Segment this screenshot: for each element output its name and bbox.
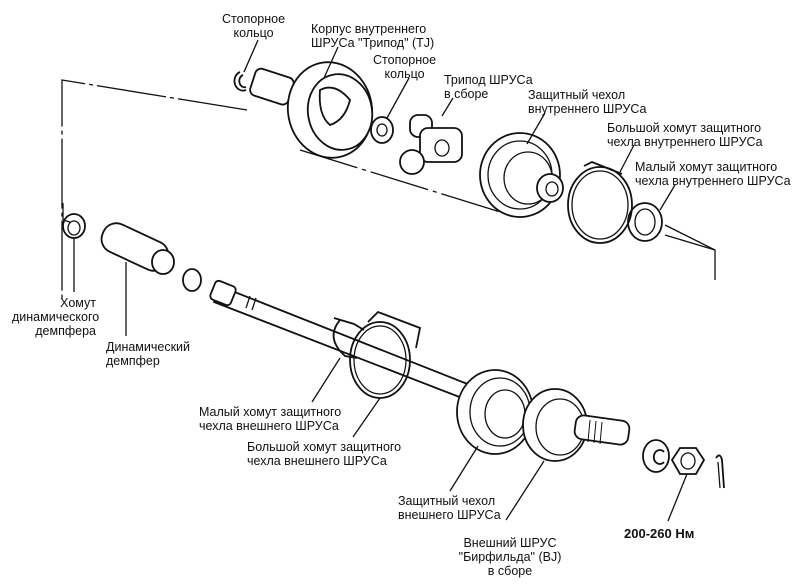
label-outer-large-clamp: Большой хомут защитного чехла внешнего Ш… [247,440,402,468]
dynamic-damper-part [100,222,175,275]
label-dynamic-damper: Динамический демпфер [106,340,191,368]
label-tripod-housing: Корпус внутреннего ШРУСа "Трипод" (TJ) [311,22,435,50]
label-inner-large-clamp: Большой хомут защитного чехла внутреннег… [607,121,763,149]
label-damper-clamp: Хомут динамического демпфера [12,296,100,338]
inner-boot-part [479,132,564,218]
label-inner-boot: Защитный чехол внутреннего ШРУСа [528,88,647,116]
drive-shaft-part [209,279,472,400]
label-torque-spec: 200-260 Нм [624,526,695,541]
label-snap-ring-outer: Стопорное кольцо [222,12,286,40]
inner-small-clamp-part [627,202,663,242]
label-outer-cv-joint: Внешний ШРУС "Бирфильда" (BJ) в сборе [458,536,562,578]
damper-side-clamp-part [182,268,202,292]
castle-nut-part [670,447,706,475]
outer-boot-part [456,369,534,455]
tripod-assembly-part [399,114,463,175]
label-snap-ring-inner: Стопорное кольцо [373,53,437,81]
outer-cv-joint-part [522,388,631,462]
cotter-pin-part [715,454,725,489]
washer-part [642,439,670,473]
leader-lines [62,39,716,522]
label-outer-boot: Защитный чехол внешнего ШРУСа [398,494,501,522]
label-inner-small-clamp: Малый хомут защитного чехла внутреннего … [635,160,791,188]
label-tripod-assembly: Трипод ШРУСа в сборе [444,73,533,101]
damper-clamp-part [62,213,86,239]
tripod-housing-part [249,61,374,159]
snap-ring-inner-part [370,116,394,144]
inner-large-clamp-part [567,161,633,244]
outer-small-clamp-part [332,317,365,359]
snap-ring-outer-part [233,71,247,92]
label-outer-small-clamp: Малый хомут защитного чехла внешнего ШРУ… [199,405,342,433]
